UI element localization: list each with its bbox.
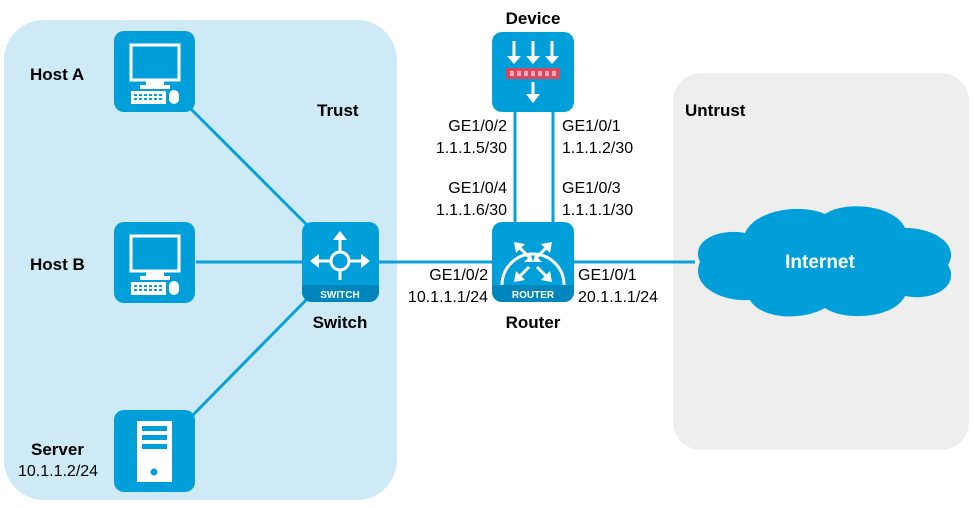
- internet-label: Internet: [785, 252, 855, 273]
- host-b-node[interactable]: [114, 222, 195, 303]
- router-top-left-if-name: GE1/0/4: [448, 180, 507, 197]
- router-label: Router: [506, 313, 561, 332]
- link-hosta-switch: [188, 106, 312, 230]
- switch-badge: SWITCH: [320, 290, 359, 301]
- router-top-left-if-ip: 1.1.1.6/30: [436, 202, 507, 219]
- server-ip: 10.1.1.2/24: [18, 463, 98, 480]
- router-right-if-name: GE1/0/1: [578, 267, 637, 284]
- untrust-zone-label: Untrust: [685, 101, 746, 120]
- host-a-label: Host A: [30, 65, 84, 84]
- trust-zone: [4, 20, 397, 500]
- router-top-right-if-name: GE1/0/3: [562, 180, 621, 197]
- internet-node[interactable]: Internet: [698, 206, 952, 317]
- switch-label: Switch: [313, 313, 368, 332]
- router-left-if-ip: 10.1.1.1/24: [408, 289, 488, 306]
- device-right-if-ip: 1.1.1.2/30: [562, 140, 633, 157]
- server-node[interactable]: [114, 410, 195, 492]
- host-b-label: Host B: [30, 255, 85, 274]
- trust-zone-label: Trust: [317, 101, 359, 120]
- pc-icon: [129, 43, 181, 82]
- router-top-right-if-ip: 1.1.1.1/30: [562, 202, 633, 219]
- server-label: Server: [31, 440, 84, 459]
- router-left-if-name: GE1/0/2: [429, 267, 488, 284]
- router-right-if-ip: 20.1.1.1/24: [578, 289, 658, 306]
- device-label: Device: [506, 9, 561, 28]
- device-left-if-name: GE1/0/2: [448, 118, 507, 135]
- device-left-if-ip: 1.1.1.5/30: [436, 140, 507, 157]
- router-badge: ROUTER: [512, 290, 555, 301]
- pc-icon: [129, 234, 181, 273]
- cloud-icon: [698, 206, 952, 317]
- link-server-switch: [188, 294, 312, 420]
- router-node[interactable]: ROUTER: [492, 222, 574, 302]
- firewall-icon: [506, 41, 560, 103]
- host-a-node[interactable]: [114, 31, 195, 112]
- server-icon: [137, 421, 172, 482]
- device-node[interactable]: [492, 32, 574, 112]
- switch-node[interactable]: SWITCH: [302, 222, 379, 302]
- device-right-if-name: GE1/0/1: [562, 118, 621, 135]
- router-icon: [500, 242, 566, 286]
